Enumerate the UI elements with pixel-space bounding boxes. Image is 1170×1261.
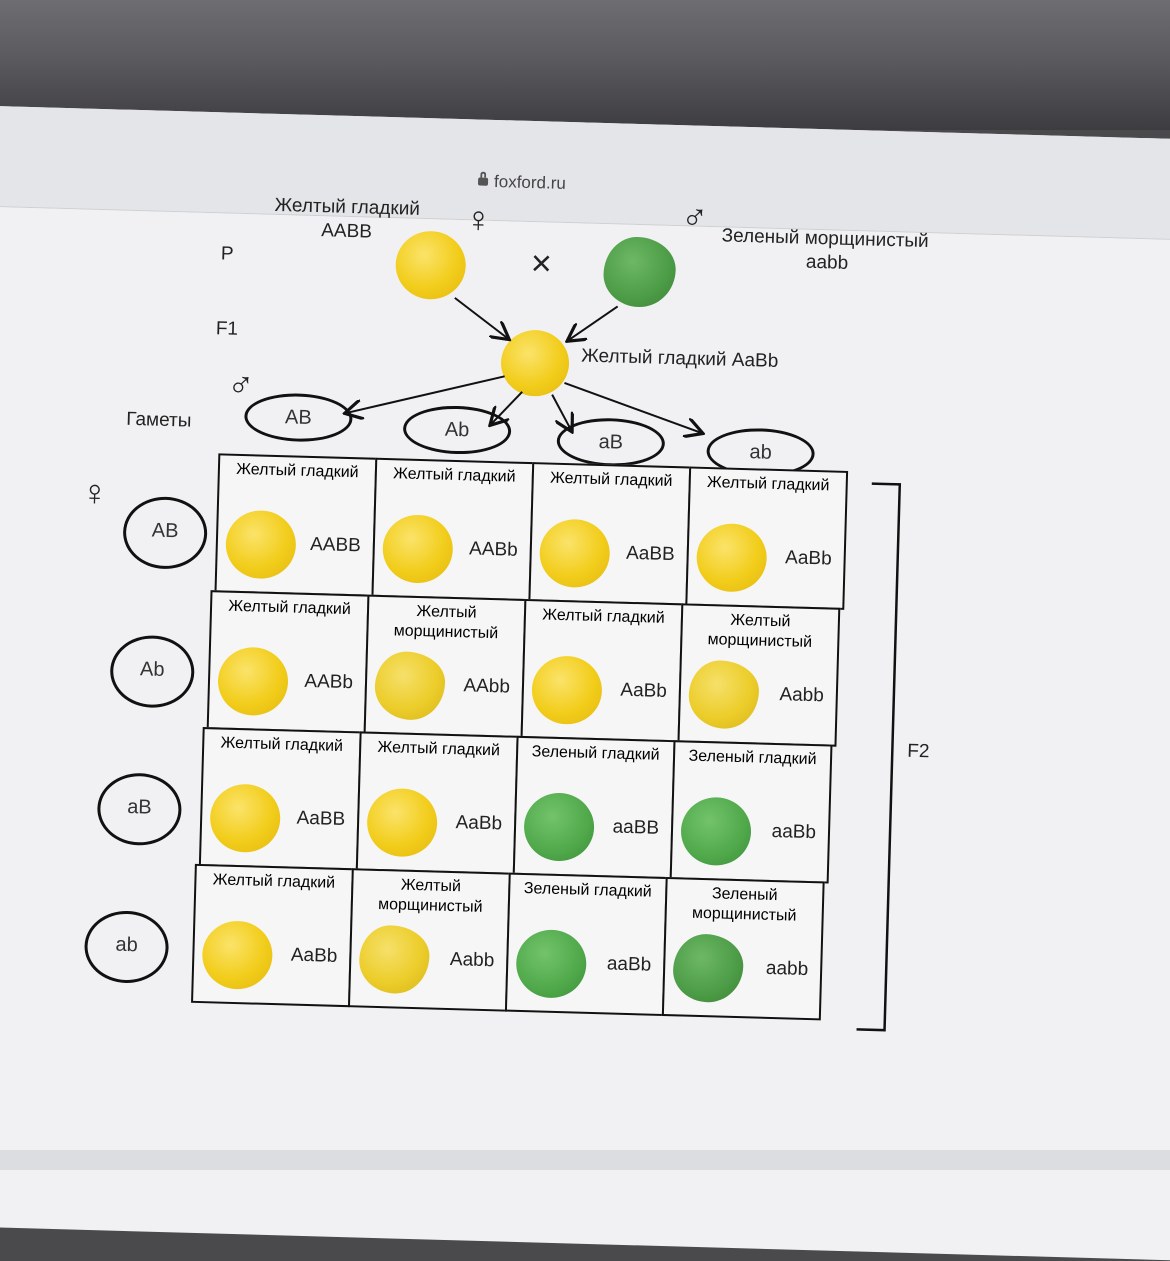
cell-phenotype: Желтый морщинистый: [393, 602, 499, 643]
f2-bracket: [856, 482, 902, 1032]
yellow-smooth-pea: [201, 920, 274, 991]
cell-phenotype: Желтый гладкий: [706, 474, 830, 495]
yellow-wrinkled-pea: [374, 650, 446, 721]
cell-phenotype: Зеленый гладкий: [523, 880, 652, 901]
punnett-cell: Зеленый морщинистый aabb: [661, 877, 825, 1021]
cell-genotype: AABb: [304, 670, 354, 694]
punnett-cell: Зеленый гладкий aaBb: [669, 740, 833, 884]
green-smooth-pea: [523, 792, 596, 862]
gametes-male-symbol-icon: ♂: [226, 363, 255, 406]
punnett-cell: Зеленый гладкий aaBb: [504, 872, 668, 1017]
cell-phenotype: Желтый гладкий: [212, 871, 336, 892]
gamete-label: Ab: [139, 658, 165, 681]
yellow-smooth-pea: [381, 513, 454, 584]
cell-phenotype: Желтый гладкий: [549, 469, 673, 491]
cell-genotype: Aabb: [449, 949, 495, 972]
cell-genotype: AaBb: [784, 547, 832, 570]
yellow-smooth-pea: [366, 787, 439, 858]
female-gamete-circle: Ab: [109, 634, 196, 709]
gamete-label: AB: [284, 406, 313, 429]
cell-genotype: AaBb: [290, 944, 338, 967]
page-bottom-strip: [0, 1150, 1170, 1170]
cell-phenotype: Желтый гладкий: [542, 606, 665, 627]
f2-label: F2: [907, 740, 930, 763]
gamete-label: Ab: [444, 418, 470, 442]
laptop-bezel: [0, 0, 1170, 130]
cell-genotype: AaBb: [455, 812, 503, 835]
cell-phenotype: Желтый гладкий: [392, 465, 516, 486]
cell-genotype: AABb: [468, 538, 519, 561]
cell-phenotype: Желтый гладкий: [228, 597, 352, 619]
gamete-label: AB: [151, 519, 179, 543]
female-gamete-circle: aB: [96, 772, 183, 847]
female-gamete-circle: AB: [122, 495, 209, 571]
yellow-smooth-pea: [217, 646, 289, 717]
cell-phenotype: Желтый морщинистый: [707, 611, 813, 651]
cell-phenotype: Желтый морщинистый: [377, 876, 483, 916]
cell-genotype: aaBb: [771, 820, 817, 844]
yellow-smooth-pea: [695, 522, 768, 593]
punnett-cell: Зеленый гладкий aaBB: [512, 735, 676, 880]
yellow-smooth-pea: [224, 509, 297, 580]
url-display[interactable]: foxford.ru: [477, 171, 567, 193]
cell-phenotype: Желтый гладкий: [220, 734, 344, 755]
cell-genotype: AaBB: [625, 542, 676, 566]
green-wrinkled-pea: [672, 933, 745, 1004]
cross-arrows: [0, 297, 1170, 501]
yellow-smooth-pea: [538, 518, 611, 589]
cell-phenotype: Желтый гладкий: [377, 738, 501, 760]
gamete-label: aB: [126, 795, 152, 819]
yellow-wrinkled-pea: [358, 924, 431, 995]
gamete-label: aB: [598, 430, 624, 454]
gametes-female-symbol-icon: ♀: [80, 471, 109, 514]
genetics-diagram: P Желтый гладкий AABB ♀ × ♂ Зеленый морщ…: [0, 195, 1170, 1261]
cell-genotype: AaBb: [620, 679, 668, 702]
cell-genotype: aabb: [765, 957, 809, 981]
yellow-smooth-pea: [209, 783, 282, 854]
cell-phenotype: Зеленый морщинистый: [691, 885, 797, 925]
cell-genotype: aaBb: [606, 953, 652, 976]
yellow-wrinkled-pea: [687, 659, 760, 730]
cell-genotype: Aabb: [779, 684, 825, 707]
gametes-label: Гаметы: [125, 408, 192, 432]
cell-phenotype: Зеленый гладкий: [688, 747, 817, 769]
cell-genotype: AaBB: [296, 807, 346, 831]
lock-icon: [477, 177, 489, 186]
cell-genotype: AABB: [309, 533, 362, 557]
female-gamete-circle: ab: [83, 909, 170, 985]
gamete-label: ab: [749, 441, 773, 464]
green-smooth-pea: [515, 928, 588, 999]
cell-phenotype: Зеленый гладкий: [531, 743, 660, 764]
cell-genotype: AAbb: [463, 675, 511, 698]
url-text: foxford.ru: [493, 171, 567, 193]
gamete-label: ab: [115, 933, 139, 957]
browser-screen: foxford.ru P Желтый гладкий AABB ♀ × ♂ З…: [0, 105, 1170, 1261]
cell-phenotype: Желтый гладкий: [235, 460, 359, 482]
green-smooth-pea: [680, 796, 752, 867]
yellow-smooth-pea: [530, 655, 603, 726]
cell-genotype: aaBB: [612, 816, 660, 839]
